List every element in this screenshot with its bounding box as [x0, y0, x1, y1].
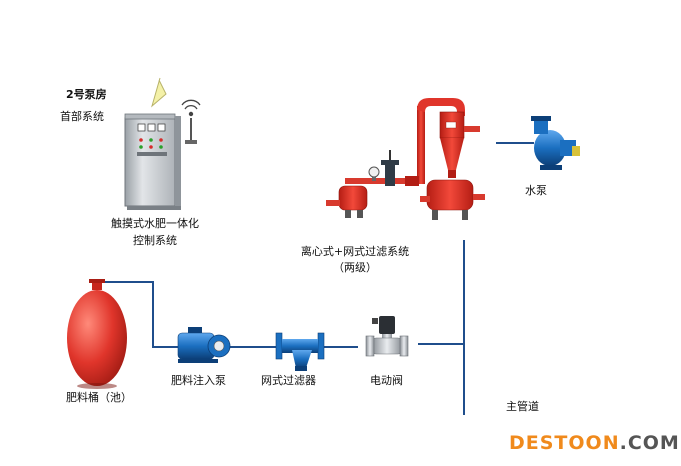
- pump-room-label: 2号泵房: [66, 88, 107, 101]
- pipe-network: [99, 142, 534, 415]
- filter-system-unit: [326, 98, 485, 220]
- controller-label-line1: 触摸式水肥一体化: [111, 217, 199, 230]
- main-pipe-label: 主管道: [506, 400, 539, 413]
- watermark-part2: .COM: [619, 432, 680, 454]
- control-cabinet: [124, 113, 181, 210]
- screen-filter: [275, 332, 325, 371]
- pipe-tank-to-injection-pump: [99, 281, 178, 348]
- screen-filter-label: 网式过滤器: [261, 374, 316, 387]
- solenoid-valve: [365, 316, 409, 357]
- fertilizer-tank: [67, 279, 127, 389]
- watermark-logo: DESTOON.COM: [509, 432, 680, 454]
- water-pump-label: 水泵: [525, 184, 547, 197]
- injection-pump: [177, 327, 231, 363]
- filter-system-label-line1: 离心式+网式过滤系统: [300, 245, 410, 258]
- controller-label-line2: 控制系统: [133, 234, 177, 247]
- head-system-label: 首部系统: [60, 110, 104, 123]
- watermark-part1: DESTOON: [509, 432, 620, 454]
- injection-pump-label: 肥料注入泵: [171, 374, 226, 387]
- fertilizer-tank-label: 肥料桶（池）: [66, 391, 132, 404]
- solenoid-valve-label: 电动阀: [370, 374, 403, 387]
- antenna-icon: [151, 77, 201, 144]
- water-pump-unit: [531, 116, 580, 170]
- filter-system-label-line2: （两级）: [333, 261, 377, 274]
